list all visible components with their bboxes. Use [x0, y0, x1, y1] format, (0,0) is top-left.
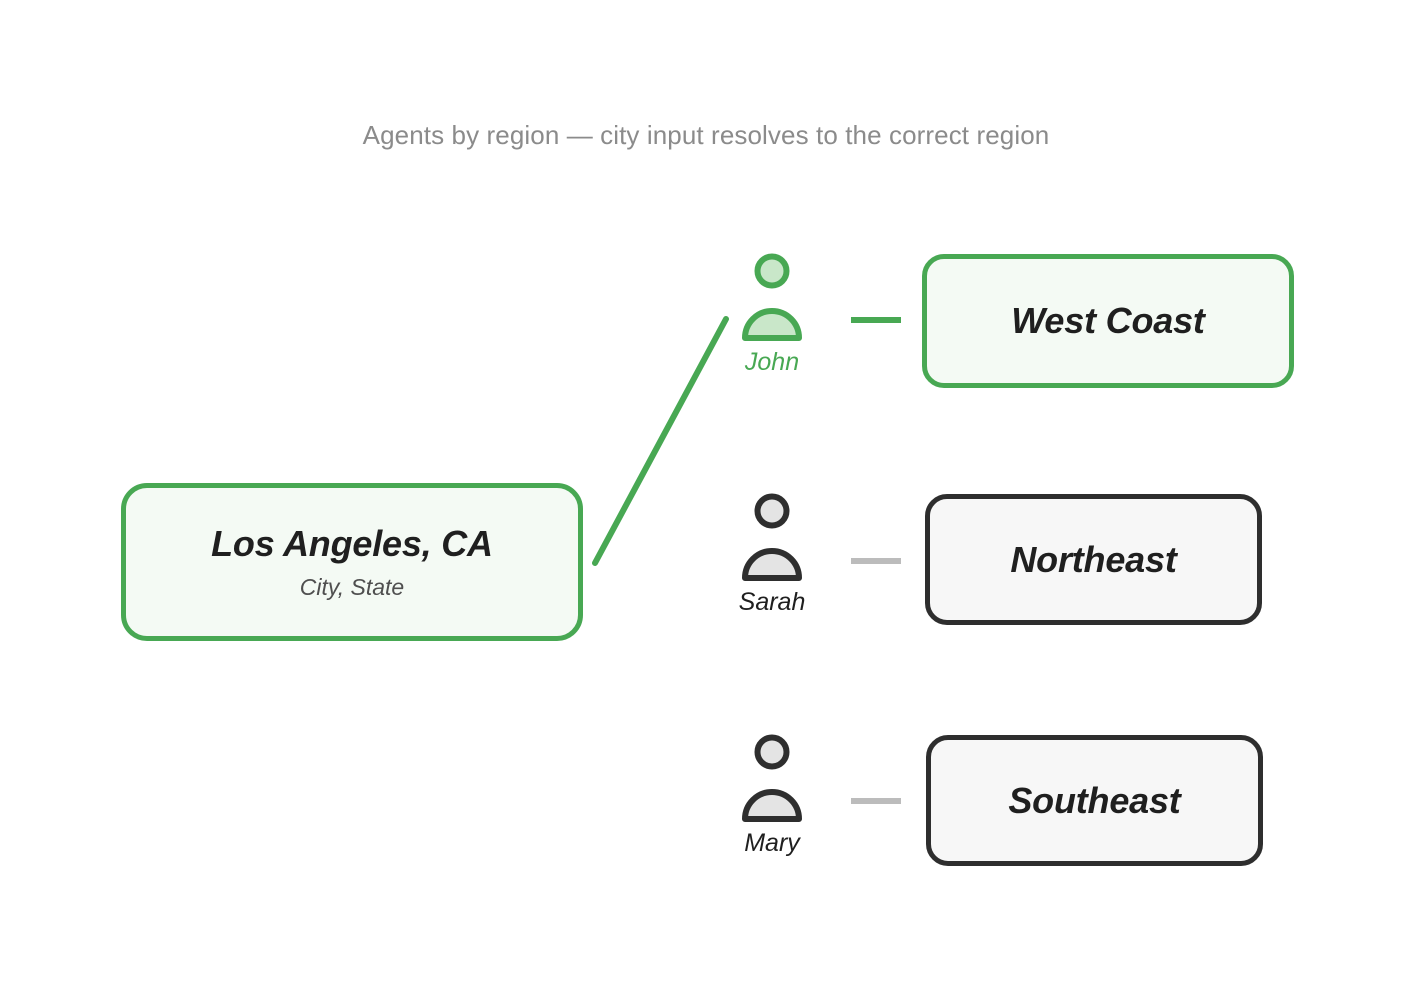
page-title: Agents by region — city input resolves t… [362, 120, 1050, 150]
agent-node-sarah[interactable]: Sarah [712, 492, 832, 615]
region-label: Southeast [1008, 779, 1181, 821]
person-icon [742, 734, 802, 822]
region-label: West Coast [1011, 300, 1205, 341]
region-card-southeast[interactable]: Southeast [926, 735, 1263, 866]
agent-name-label: Mary [744, 829, 800, 857]
agent-node-mary[interactable]: Mary [712, 733, 832, 856]
region-card-west-coast[interactable]: West Coast [922, 254, 1294, 388]
person-icon [742, 253, 802, 341]
agent-name-label: Sarah [738, 588, 806, 616]
agent-name-label: John [744, 348, 800, 376]
edge-source-to-john [592, 316, 729, 566]
source-city-subtitle: City, State [299, 573, 405, 600]
source-city-title: Los Angeles, CA [211, 522, 493, 564]
region-card-northeast[interactable]: Northeast [925, 494, 1262, 625]
region-label: Northeast [1010, 538, 1177, 580]
person-icon [742, 493, 802, 581]
source-city-card[interactable]: Los Angeles, CA City, State [121, 483, 583, 641]
agent-node-john[interactable]: John [712, 252, 832, 375]
